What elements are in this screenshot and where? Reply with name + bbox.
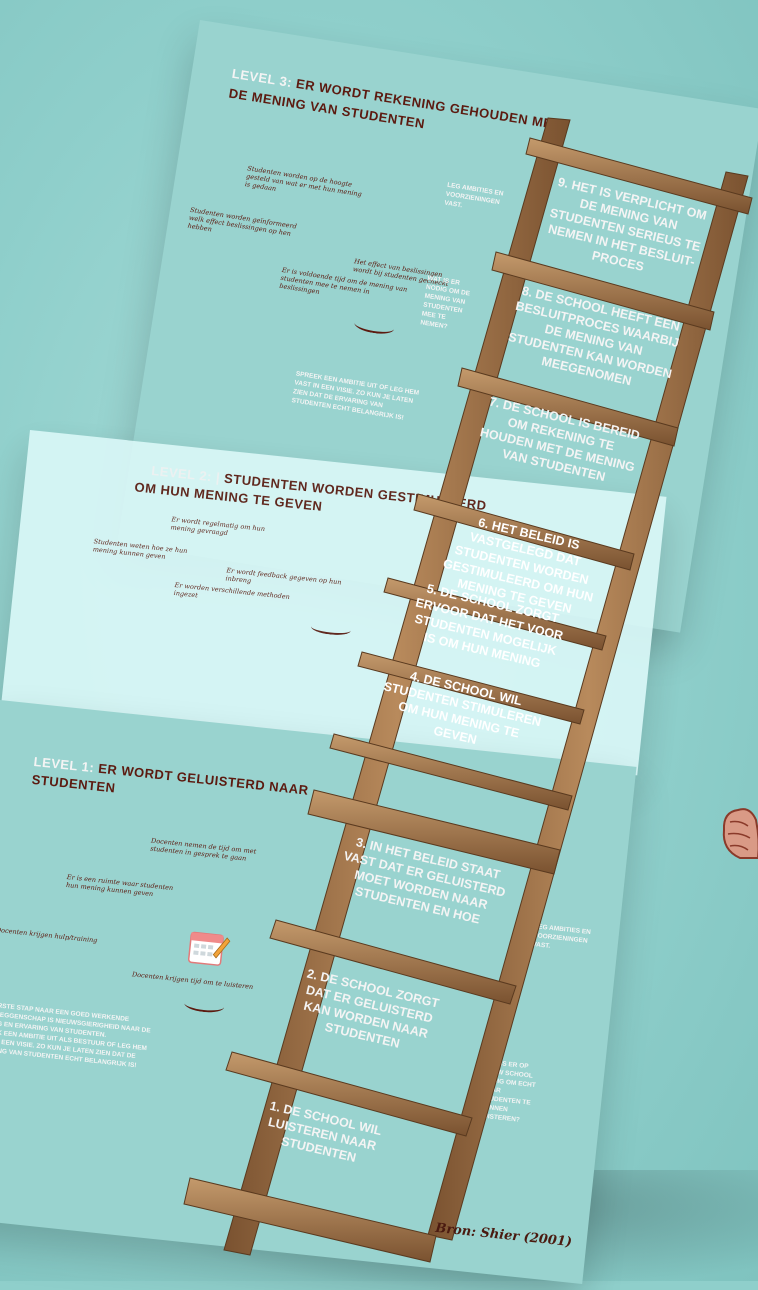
fist-icon xyxy=(718,800,758,870)
calendar-pencil-icon xyxy=(184,924,232,972)
